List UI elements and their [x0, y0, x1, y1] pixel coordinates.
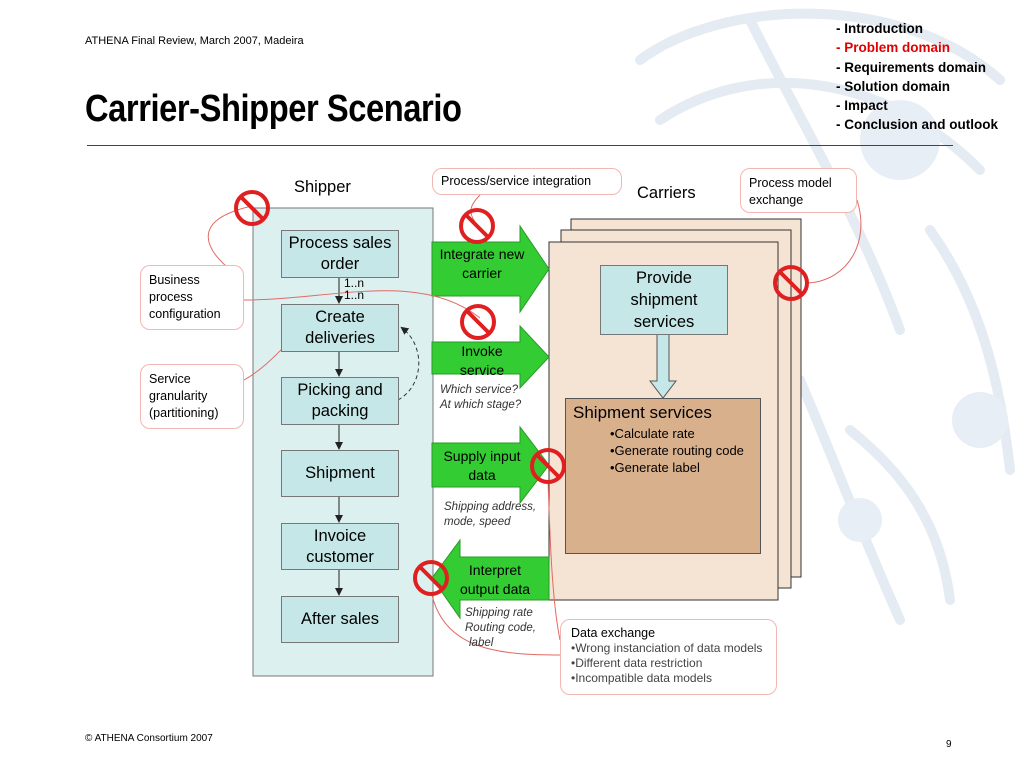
link-process-integration — [470, 194, 481, 223]
note-which-service: Which service? At which stage? — [440, 384, 522, 411]
link-data-exchange-2 — [547, 479, 561, 641]
invoke-arrow-label: Invoke service — [459, 343, 505, 378]
multiplicity-2: 1..n — [344, 288, 365, 302]
shipment-services-box: Shipment services •Calculate rate •Gener… — [565, 398, 761, 554]
note-shipping-address: Shipping address, mode, speed — [444, 501, 537, 528]
callout-service-granularity: Service granularity (partitioning) — [140, 364, 244, 429]
interpret-arrow — [431, 538, 550, 620]
carriers-label: Carriers — [637, 184, 696, 202]
toc-item-conclusion[interactable]: - Conclusion and outlook — [836, 117, 998, 133]
provide-shipment-services-box: Provide shipment services — [600, 265, 728, 335]
callout-process-integration: Process/service integration — [432, 168, 622, 195]
toc-item-introduction[interactable]: - Introduction — [836, 21, 923, 36]
prohibit-sign-interpret — [413, 560, 449, 596]
copyright: © ATHENA Consortium 2007 — [85, 733, 213, 744]
data-exchange-item: •Different data restriction — [571, 656, 703, 670]
step-shipment: Shipment — [281, 450, 399, 497]
prohibit-sign-shipper — [234, 190, 270, 226]
step-picking-packing: Picking and packing — [281, 377, 399, 425]
supply-arrow-label: Supply input data — [443, 448, 521, 483]
callout-business-process: Business process configuration — [140, 265, 244, 330]
link-data-exchange — [431, 594, 561, 656]
event-caption: ATHENA Final Review, March 2007, Madeira — [85, 35, 304, 47]
toc-item-solution-domain[interactable]: - Solution domain — [836, 78, 950, 94]
title-divider — [87, 145, 953, 146]
step-invoice-customer: Invoice customer — [281, 523, 399, 570]
service-item: •Generate label — [610, 460, 700, 475]
prohibit-sign-process-model — [773, 265, 809, 301]
shipment-services-list: •Calculate rate •Generate routing code •… — [566, 423, 760, 476]
supply-arrow — [431, 425, 550, 505]
page-number: 9 — [946, 739, 952, 750]
callout-process-model: Process model exchange — [740, 168, 857, 213]
integrate-arrow-label: Integrate new carrier — [439, 246, 525, 281]
step-after-sales: After sales — [281, 596, 399, 643]
prohibit-sign-integrate — [459, 208, 495, 244]
multiplicity-label: 1..n 1..n — [344, 277, 364, 301]
shipper-label: Shipper — [294, 178, 351, 196]
step-create-deliveries: Create deliveries — [281, 304, 399, 352]
integrate-arrow — [431, 224, 550, 314]
page-title: Carrier-Shipper Scenario — [85, 88, 462, 130]
toc-item-problem-domain[interactable]: - Problem domain — [836, 40, 951, 56]
provide-to-services-arrow — [648, 333, 678, 399]
toc-item-impact[interactable]: - Impact — [836, 98, 888, 114]
callout-data-exchange: Data exchange •Wrong instanciation of da… — [560, 619, 777, 695]
step-process-sales-order: Process sales order — [281, 230, 399, 278]
dashed-loop-arrow — [397, 326, 420, 401]
link-process-model — [807, 199, 862, 284]
data-exchange-title: Data exchange — [571, 626, 656, 640]
note-shipping-rate: Shipping rate Routing code, label — [465, 607, 536, 649]
service-item: •Generate routing code — [610, 443, 744, 458]
prohibit-sign-invoke — [460, 304, 496, 340]
interpret-arrow-label: Interpret output data — [459, 562, 531, 597]
service-item: •Calculate rate — [610, 426, 695, 441]
shipment-services-title: Shipment services — [573, 403, 712, 422]
invoke-arrow — [431, 324, 550, 390]
link-business-process-2 — [243, 290, 481, 319]
data-exchange-item: •Wrong instanciation of data models — [571, 641, 763, 655]
multiplicity-1: 1..n — [344, 276, 365, 290]
data-exchange-item: •Incompatible data models — [571, 671, 712, 685]
prohibit-sign-supply — [530, 448, 566, 484]
toc-item-requirements-domain[interactable]: - Requirements domain — [836, 59, 987, 75]
table-of-contents: - Introduction - Problem domain - Requir… — [836, 19, 998, 135]
